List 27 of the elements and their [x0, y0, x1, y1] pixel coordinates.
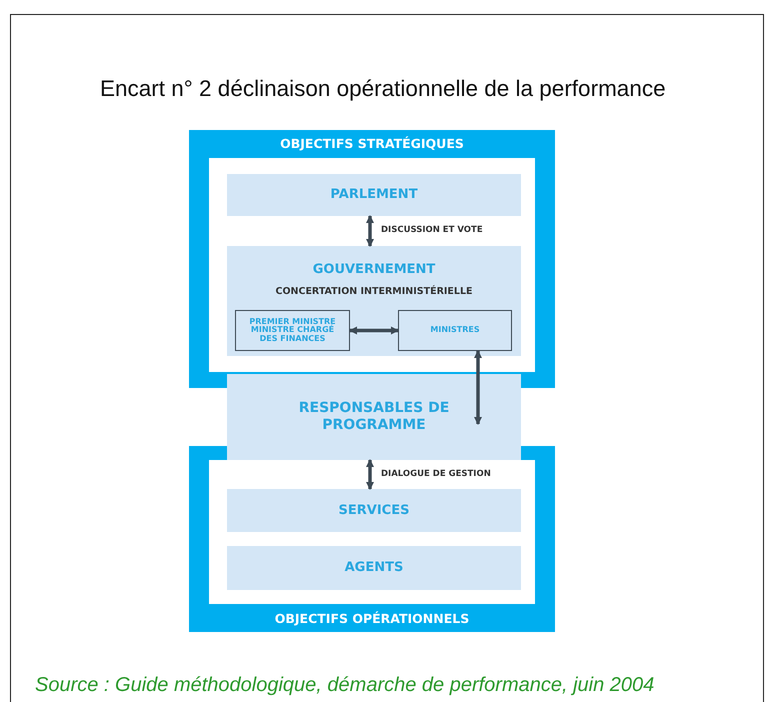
box-title: SERVICES	[338, 502, 410, 518]
box-title: RESPONSABLES DE PROGRAMME	[298, 400, 450, 434]
box-title: PARLEMENT	[329, 187, 419, 203]
edge-label: DIALOGUE DE GESTION	[379, 468, 493, 478]
edge-label: DISCUSSION ET VOTE	[379, 225, 485, 235]
box-title: GOUVERNEMENT	[312, 262, 436, 278]
level-box	[227, 489, 521, 532]
level-box	[227, 246, 521, 356]
title: Encart n° 2 déclinaison opérationnelle de la performance	[100, 76, 666, 102]
frame-heading: OBJECTIFS STRATÉGIQUES	[279, 136, 465, 151]
box-subtitle: CONCERTATION INTERMINISTÉRIELLE	[275, 286, 473, 297]
box-title: PREMIER MINISTRE MINISTRE CHARGÉ DES FINANCES	[248, 318, 337, 344]
box-title: AGENTS	[344, 560, 404, 576]
sub-box	[398, 310, 512, 351]
double-arrow	[366, 215, 374, 247]
caption: Source : Guide méthodologique, démarche de performance, juin 2004	[35, 674, 654, 697]
sub-box	[235, 310, 350, 351]
double-arrow	[349, 326, 399, 334]
frame-band	[189, 130, 555, 388]
level-box	[227, 174, 521, 216]
frame-heading: OBJECTIFS OPÉRATIONNELS	[274, 611, 470, 626]
level-box	[227, 374, 521, 460]
double-arrow	[366, 459, 374, 490]
level-box	[227, 546, 521, 590]
frame-band	[189, 446, 555, 632]
double-arrow	[474, 350, 482, 425]
box-title: MINISTRES	[429, 326, 481, 335]
